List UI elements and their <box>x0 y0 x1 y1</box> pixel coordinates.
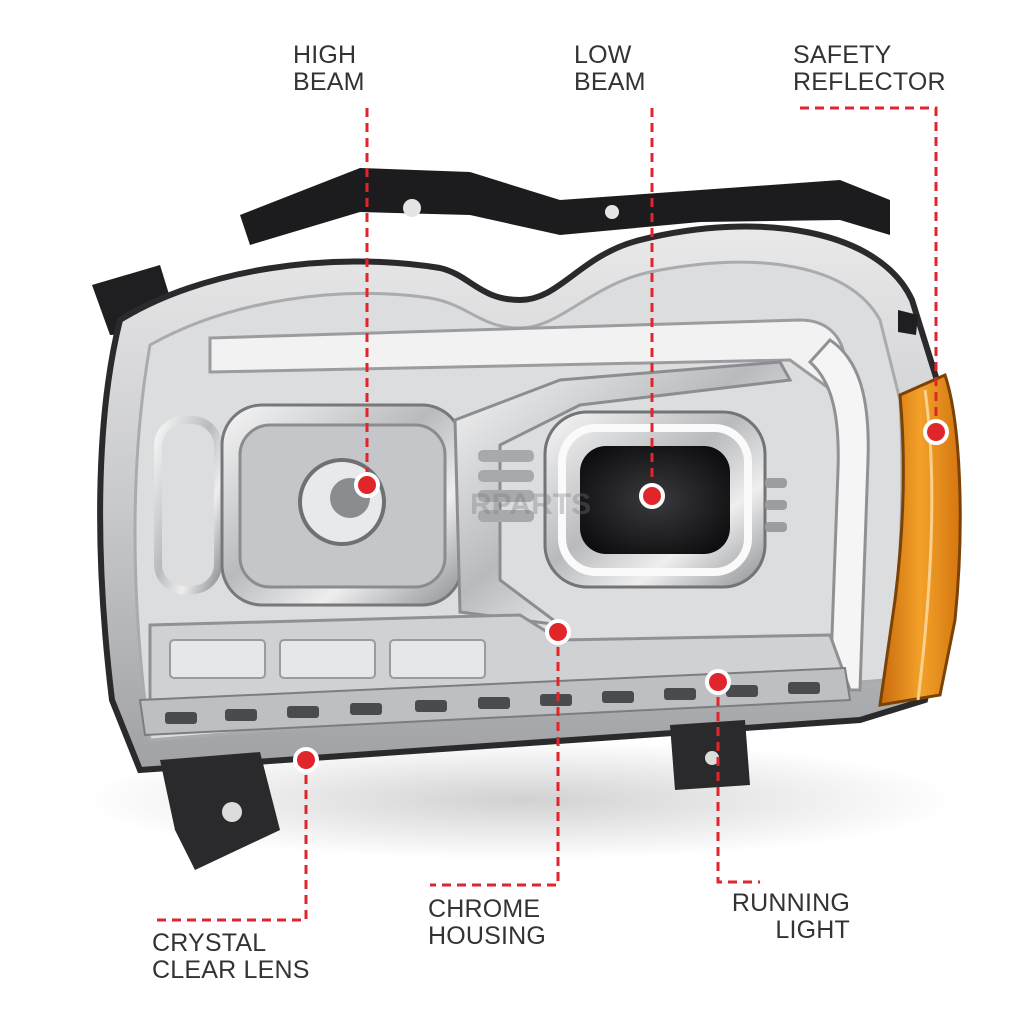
label-high-beam: HIGH BEAM <box>293 41 365 96</box>
cooling-fin <box>478 510 534 522</box>
mount-hole <box>705 751 719 765</box>
right-mounting-tab <box>898 310 918 335</box>
label-safety-reflector: SAFETY REFLECTOR <box>793 41 946 96</box>
low-beam-dot <box>639 483 665 509</box>
label-chrome-housing: CHROME HOUSING <box>428 895 547 950</box>
bracket-hole <box>605 205 619 219</box>
led-segments <box>165 682 820 724</box>
cooling-fin <box>478 450 534 462</box>
left-auxiliary-ring <box>154 416 222 594</box>
cooling-fin <box>478 470 534 482</box>
mount-hole <box>222 802 242 822</box>
chrome-housing-dot <box>545 619 571 645</box>
running-light-dot <box>705 669 731 695</box>
callout-dots <box>293 419 949 773</box>
amber-reflector <box>878 372 962 707</box>
leader-lines <box>152 106 938 922</box>
safety-reflector-dot <box>923 419 949 445</box>
crystal-lens-dot <box>293 747 319 773</box>
leader-safety-reflector <box>800 106 938 432</box>
label-low-beam: LOW BEAM <box>574 41 646 96</box>
lower-lens-segment <box>169 639 266 679</box>
projector-vent <box>765 500 787 510</box>
projector-vent <box>765 522 787 532</box>
amber-reflector-edge <box>916 389 934 701</box>
lower-lens-segment <box>279 639 376 679</box>
left-bottom-mount <box>160 752 280 870</box>
low-beam-halo <box>558 424 752 576</box>
label-running-light: RUNNING LIGHT <box>731 889 850 944</box>
lower-lens-segment <box>389 639 486 679</box>
bracket-hole <box>403 199 421 217</box>
top-mounting-bracket <box>240 168 890 245</box>
leader-chrome-housing <box>430 632 560 887</box>
cooling-fin <box>478 490 534 502</box>
watermark: RPARTS <box>470 488 592 521</box>
leader-running-light <box>716 682 760 884</box>
high-beam-dot <box>354 472 380 498</box>
label-crystal-clear-lens: CRYSTAL CLEAR LENS <box>152 929 310 984</box>
projector-vent <box>765 478 787 488</box>
leader-crystal-lens <box>152 760 308 922</box>
